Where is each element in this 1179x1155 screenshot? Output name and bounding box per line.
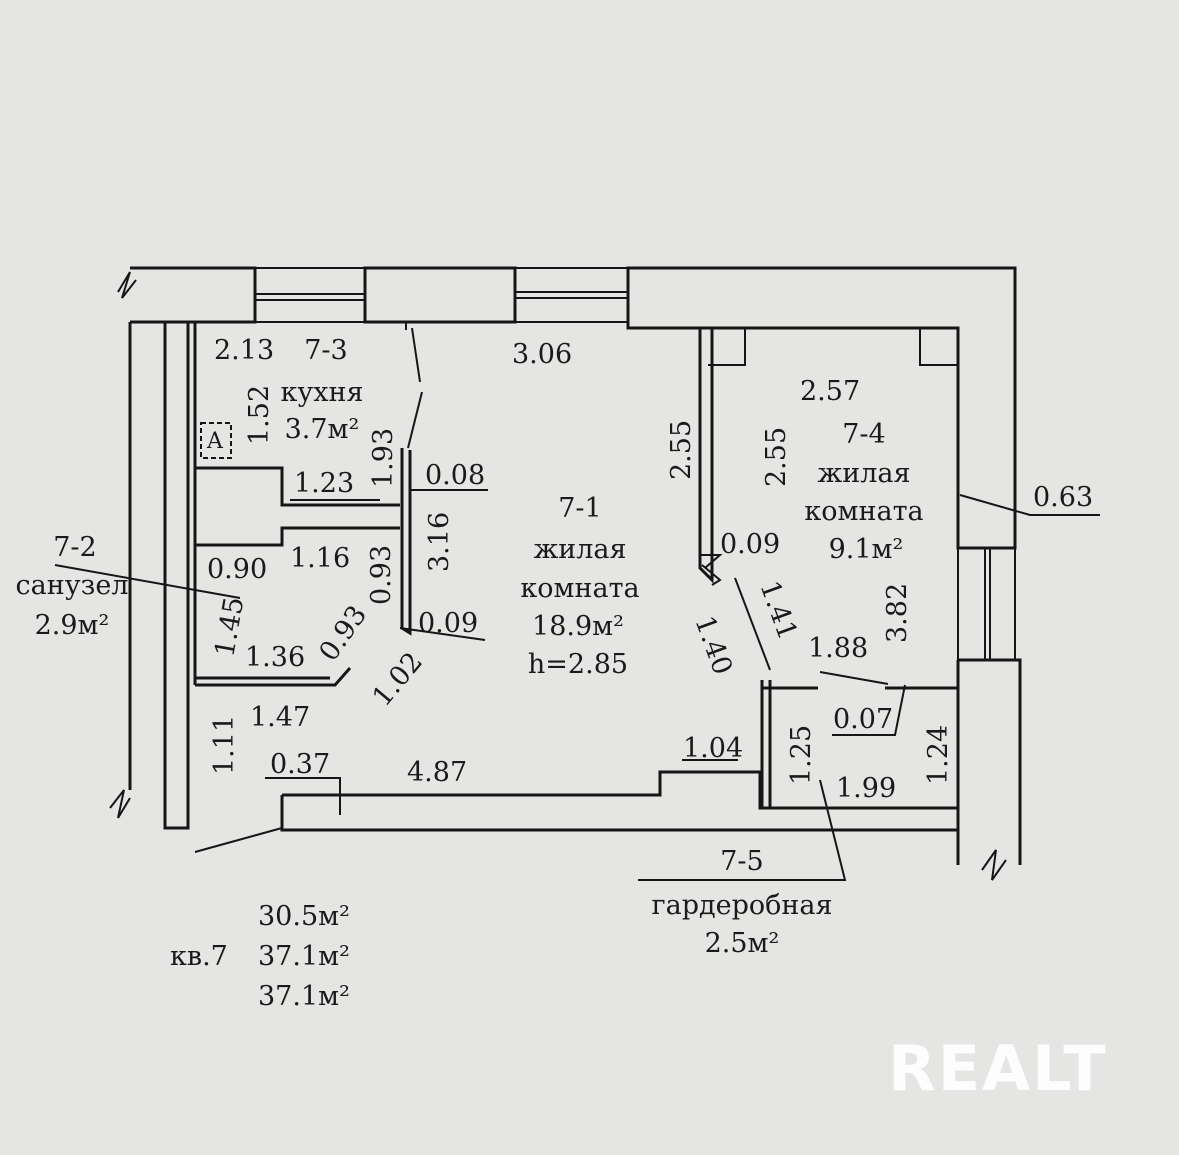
dimension-label: 2.55 xyxy=(666,420,697,480)
total-area-value: 37.1м² xyxy=(258,981,350,1012)
dimension-label: 1.23 xyxy=(294,468,354,499)
room-area: 3.7м² xyxy=(285,414,360,445)
room-label-7-4: 7-4 жилая комната 9.1м² xyxy=(804,419,923,565)
dimension-label: 1.41 xyxy=(753,577,803,644)
room-id: 7-4 xyxy=(842,419,885,450)
room-label-7-1: 7-1 жилая комната 18.9м² h=2.85 xyxy=(520,493,639,680)
room-label-7-2: 7-2 санузел 2.9м² xyxy=(16,532,129,641)
realt-watermark-logo: REALT xyxy=(888,1032,1108,1105)
dimension-label: 0.08 xyxy=(425,460,485,491)
inner-walls xyxy=(193,322,958,808)
dimension-label: 1.99 xyxy=(836,773,896,804)
room-area: 2.5м² xyxy=(705,928,780,959)
room-name: кухня xyxy=(280,377,363,408)
room-area: 2.9м² xyxy=(35,610,110,641)
room-name: санузел xyxy=(16,570,129,601)
room-id: 7-5 xyxy=(720,846,763,877)
room-label-7-3: 7-3 кухня 3.7м² xyxy=(280,335,363,445)
dimension-label: 0.37 xyxy=(270,749,330,780)
dimension-label: 1.02 xyxy=(367,647,429,713)
dimension-label: 0.09 xyxy=(720,529,780,560)
dimension-label: 1.40 xyxy=(688,612,738,679)
dimension-label: 0.09 xyxy=(418,608,478,639)
room-area: 18.9м² xyxy=(532,611,624,642)
room-area: 9.1м² xyxy=(829,534,904,565)
dimension-label: 1.24 xyxy=(923,725,954,785)
dimension-label: 1.93 xyxy=(368,428,399,488)
dimension-label: 1.52 xyxy=(244,385,275,445)
total-area-value: 30.5м² xyxy=(258,901,350,932)
room-name: комната xyxy=(804,496,923,527)
dimension-labels: 2.13 3.06 1.52 1.93 0.08 1.23 3.16 0.93 … xyxy=(207,335,1093,804)
room-name: жилая xyxy=(817,458,910,489)
leader-lines xyxy=(54,489,1100,881)
room-id: 7-2 xyxy=(53,532,96,563)
dimension-label: 0.93 xyxy=(313,600,373,667)
room-name: гардеробная xyxy=(651,890,832,921)
dimension-label: 3.16 xyxy=(424,512,455,572)
vent-shaft-icon: A xyxy=(200,422,232,459)
room-name: жилая xyxy=(533,534,626,565)
dimension-label: 1.16 xyxy=(290,543,350,574)
room-label-7-5: 7-5 гардеробная 2.5м² xyxy=(651,846,832,959)
apartment-number: кв.7 xyxy=(170,941,228,972)
room-id: 7-1 xyxy=(558,493,601,524)
dimension-label: 4.87 xyxy=(407,757,467,788)
area-totals: 30.5м² кв.7 37.1м² 37.1м² xyxy=(170,901,350,1012)
dimension-label: 1.36 xyxy=(245,642,305,673)
dimension-label: 0.63 xyxy=(1033,482,1093,513)
total-area-value: 37.1м² xyxy=(258,941,350,972)
dimension-label: 2.55 xyxy=(761,427,792,487)
dimension-label: 1.47 xyxy=(250,702,310,733)
room-name: комната xyxy=(520,573,639,604)
outer-walls xyxy=(109,266,1022,881)
dimension-label: 3.06 xyxy=(512,339,572,370)
vent-shaft-mark: A xyxy=(206,429,224,454)
dimension-label: 3.82 xyxy=(882,583,913,643)
dimension-label: 1.11 xyxy=(209,715,240,775)
room-id: 7-3 xyxy=(304,335,347,366)
dimension-label: 0.07 xyxy=(833,704,893,735)
dimension-label: 1.04 xyxy=(683,733,743,764)
dimension-label: 0.93 xyxy=(366,545,397,605)
dimension-label: 1.25 xyxy=(786,725,817,785)
dimension-label: 0.90 xyxy=(207,554,267,585)
dimension-label: 1.88 xyxy=(808,633,868,664)
dimension-label: 2.57 xyxy=(800,376,860,407)
dimension-label: 2.13 xyxy=(214,335,274,366)
ceiling-height: h=2.85 xyxy=(528,649,628,680)
